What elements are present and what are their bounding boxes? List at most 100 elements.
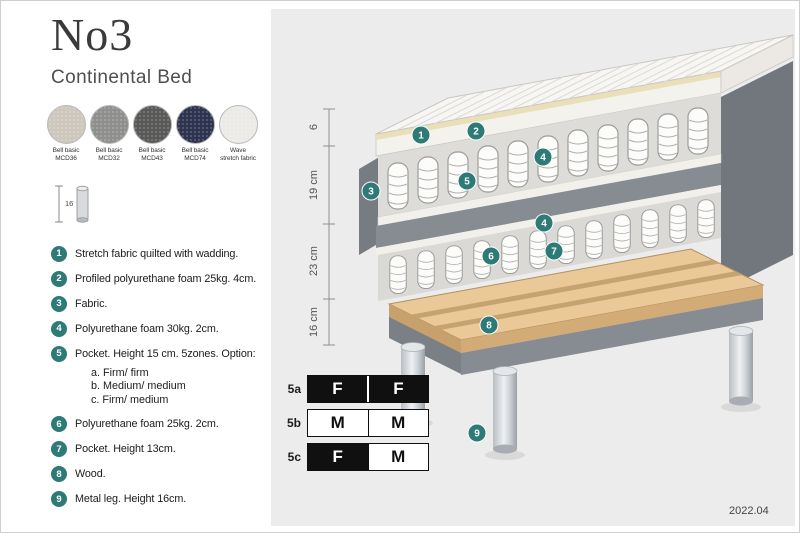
dimension-label: 6	[308, 124, 320, 130]
legend-item-text: Polyurethane foam 25kg. 2cm.	[75, 418, 219, 431]
dimension-ruler	[323, 108, 335, 346]
quilted-top	[375, 34, 794, 135]
base-frame	[461, 298, 763, 375]
callout-badge: 6	[481, 246, 501, 266]
svg-text:4: 4	[541, 219, 547, 230]
legend-item-text: Profiled polyurethane foam 25kg. 4cm.	[75, 272, 257, 285]
legend-item-text: Pocket. Height 13cm.	[75, 443, 176, 456]
firmness-row-cells: F F	[307, 375, 429, 403]
firmness-row: 5c F M	[279, 443, 429, 471]
legend-item: 9 Metal leg. Height 16cm.	[51, 491, 271, 508]
legend-item-text: Wood.	[75, 468, 106, 481]
callout-badge: 3	[361, 181, 381, 201]
firmness-row-label: 5a	[287, 382, 301, 396]
firmness-cell: F	[308, 444, 368, 470]
legend-item-text: Pocket. Height 15 cm. 5zones. Option:	[75, 347, 256, 360]
page-title: No3	[51, 9, 134, 60]
diagram-panel: 6 19 cm 23 cm 16 cm 1 2 4 3 5 4 6 7 8 9	[271, 9, 795, 526]
callout-badge: 4	[534, 213, 554, 233]
callout-badge: 5	[457, 171, 477, 191]
legend-item-number: 7	[51, 441, 67, 458]
dimension-label: 16 cm	[308, 307, 320, 337]
legend-item: 8 Wood.	[51, 466, 271, 483]
legend-item-text: Metal leg. Height 16cm.	[75, 493, 187, 506]
legend-item-number: 4	[51, 320, 67, 337]
firmness-row-label: 5b	[286, 416, 301, 430]
fabric-swatch-circle	[46, 105, 86, 145]
svg-text:5: 5	[464, 177, 470, 188]
svg-text:9: 9	[474, 429, 480, 440]
fabric-swatch-circle	[89, 105, 129, 145]
metal-leg	[728, 326, 754, 406]
svg-text:8: 8	[486, 321, 492, 332]
legend-item: 7 Pocket. Height 13cm.	[51, 441, 271, 458]
legend-item-text: Fabric.	[75, 297, 108, 310]
callout-badge: 1	[411, 125, 431, 145]
firmness-cell: M	[367, 444, 428, 470]
firmness-cell: F	[367, 376, 428, 402]
legend-item-number: 1	[51, 245, 67, 262]
fabric-sides	[359, 61, 793, 374]
callout-badge: 2	[466, 121, 486, 141]
legend-item-text: Polyurethane foam 30kg. 2cm.	[75, 322, 219, 335]
legend-item: 4 Polyurethane foam 30kg. 2cm.	[51, 320, 271, 337]
legend-item: 6 Polyurethane foam 25kg. 2cm.	[51, 416, 271, 433]
middle-box-rim	[376, 163, 721, 248]
firmness-cell: F	[308, 376, 367, 402]
legend-list: 1 Stretch fabric quilted with wadding. 2…	[51, 245, 271, 508]
legend-option: c. Firm/ medium	[91, 393, 169, 406]
legend-item-text: Stretch fabric quilted with wadding.	[75, 247, 239, 260]
firmness-row-cells: M M	[307, 409, 429, 437]
legend-option: b. Medium/ medium	[91, 380, 186, 393]
legend-item: 5 Pocket. Height 15 cm. 5zones. Option:	[51, 345, 271, 362]
svg-text:6: 6	[488, 252, 494, 263]
leg-height-icon: 16	[51, 181, 271, 232]
legend-item-options: a. Firm/ firm b. Medium/ medium c. Firm/…	[91, 367, 271, 408]
firmness-cell: M	[308, 410, 368, 436]
callout-badge: 7	[544, 241, 564, 261]
firmness-row: 5a F F	[279, 375, 429, 403]
firmness-row-cells: F M	[307, 443, 429, 471]
legend-item: 2 Profiled polyurethane foam 25kg. 4cm.	[51, 270, 271, 287]
version-label: 2022.04	[729, 505, 769, 517]
svg-text:3: 3	[368, 187, 374, 198]
legend-item-number: 3	[51, 295, 67, 312]
callout-badge: 4	[533, 147, 553, 167]
fabric-swatch-circle	[175, 105, 215, 145]
legend-item-number: 5	[51, 345, 67, 362]
legend-item: 1 Stretch fabric quilted with wadding.	[51, 245, 271, 262]
firmness-options-table: 5a F F 5b M M 5c F M	[279, 375, 429, 477]
legend-item-number: 2	[51, 270, 67, 287]
legend-item-number: 9	[51, 491, 67, 508]
firmness-row-label: 5c	[287, 450, 301, 464]
metal-leg	[492, 366, 518, 454]
svg-text:1: 1	[418, 131, 424, 142]
leg-height-label: 16	[65, 199, 73, 208]
fabric-swatch-circle	[132, 105, 172, 145]
fabric-swatch-circle	[218, 105, 258, 145]
wood-slats	[387, 248, 765, 353]
page-subtitle: Continental Bed	[51, 67, 193, 89]
bed-cutaway-diagram: 6 19 cm 23 cm 16 cm 1 2 4 3 5 4 6 7 8 9	[308, 34, 794, 460]
legend-item-number: 8	[51, 466, 67, 483]
callout-badge: 9	[467, 423, 487, 443]
legend-item: 3 Fabric.	[51, 295, 271, 312]
firmness-cell: M	[367, 410, 428, 436]
firmness-row: 5b M M	[279, 409, 429, 437]
svg-text:2: 2	[473, 127, 479, 138]
dimension-label: 23 cm	[308, 246, 320, 276]
svg-text:4: 4	[540, 153, 546, 164]
